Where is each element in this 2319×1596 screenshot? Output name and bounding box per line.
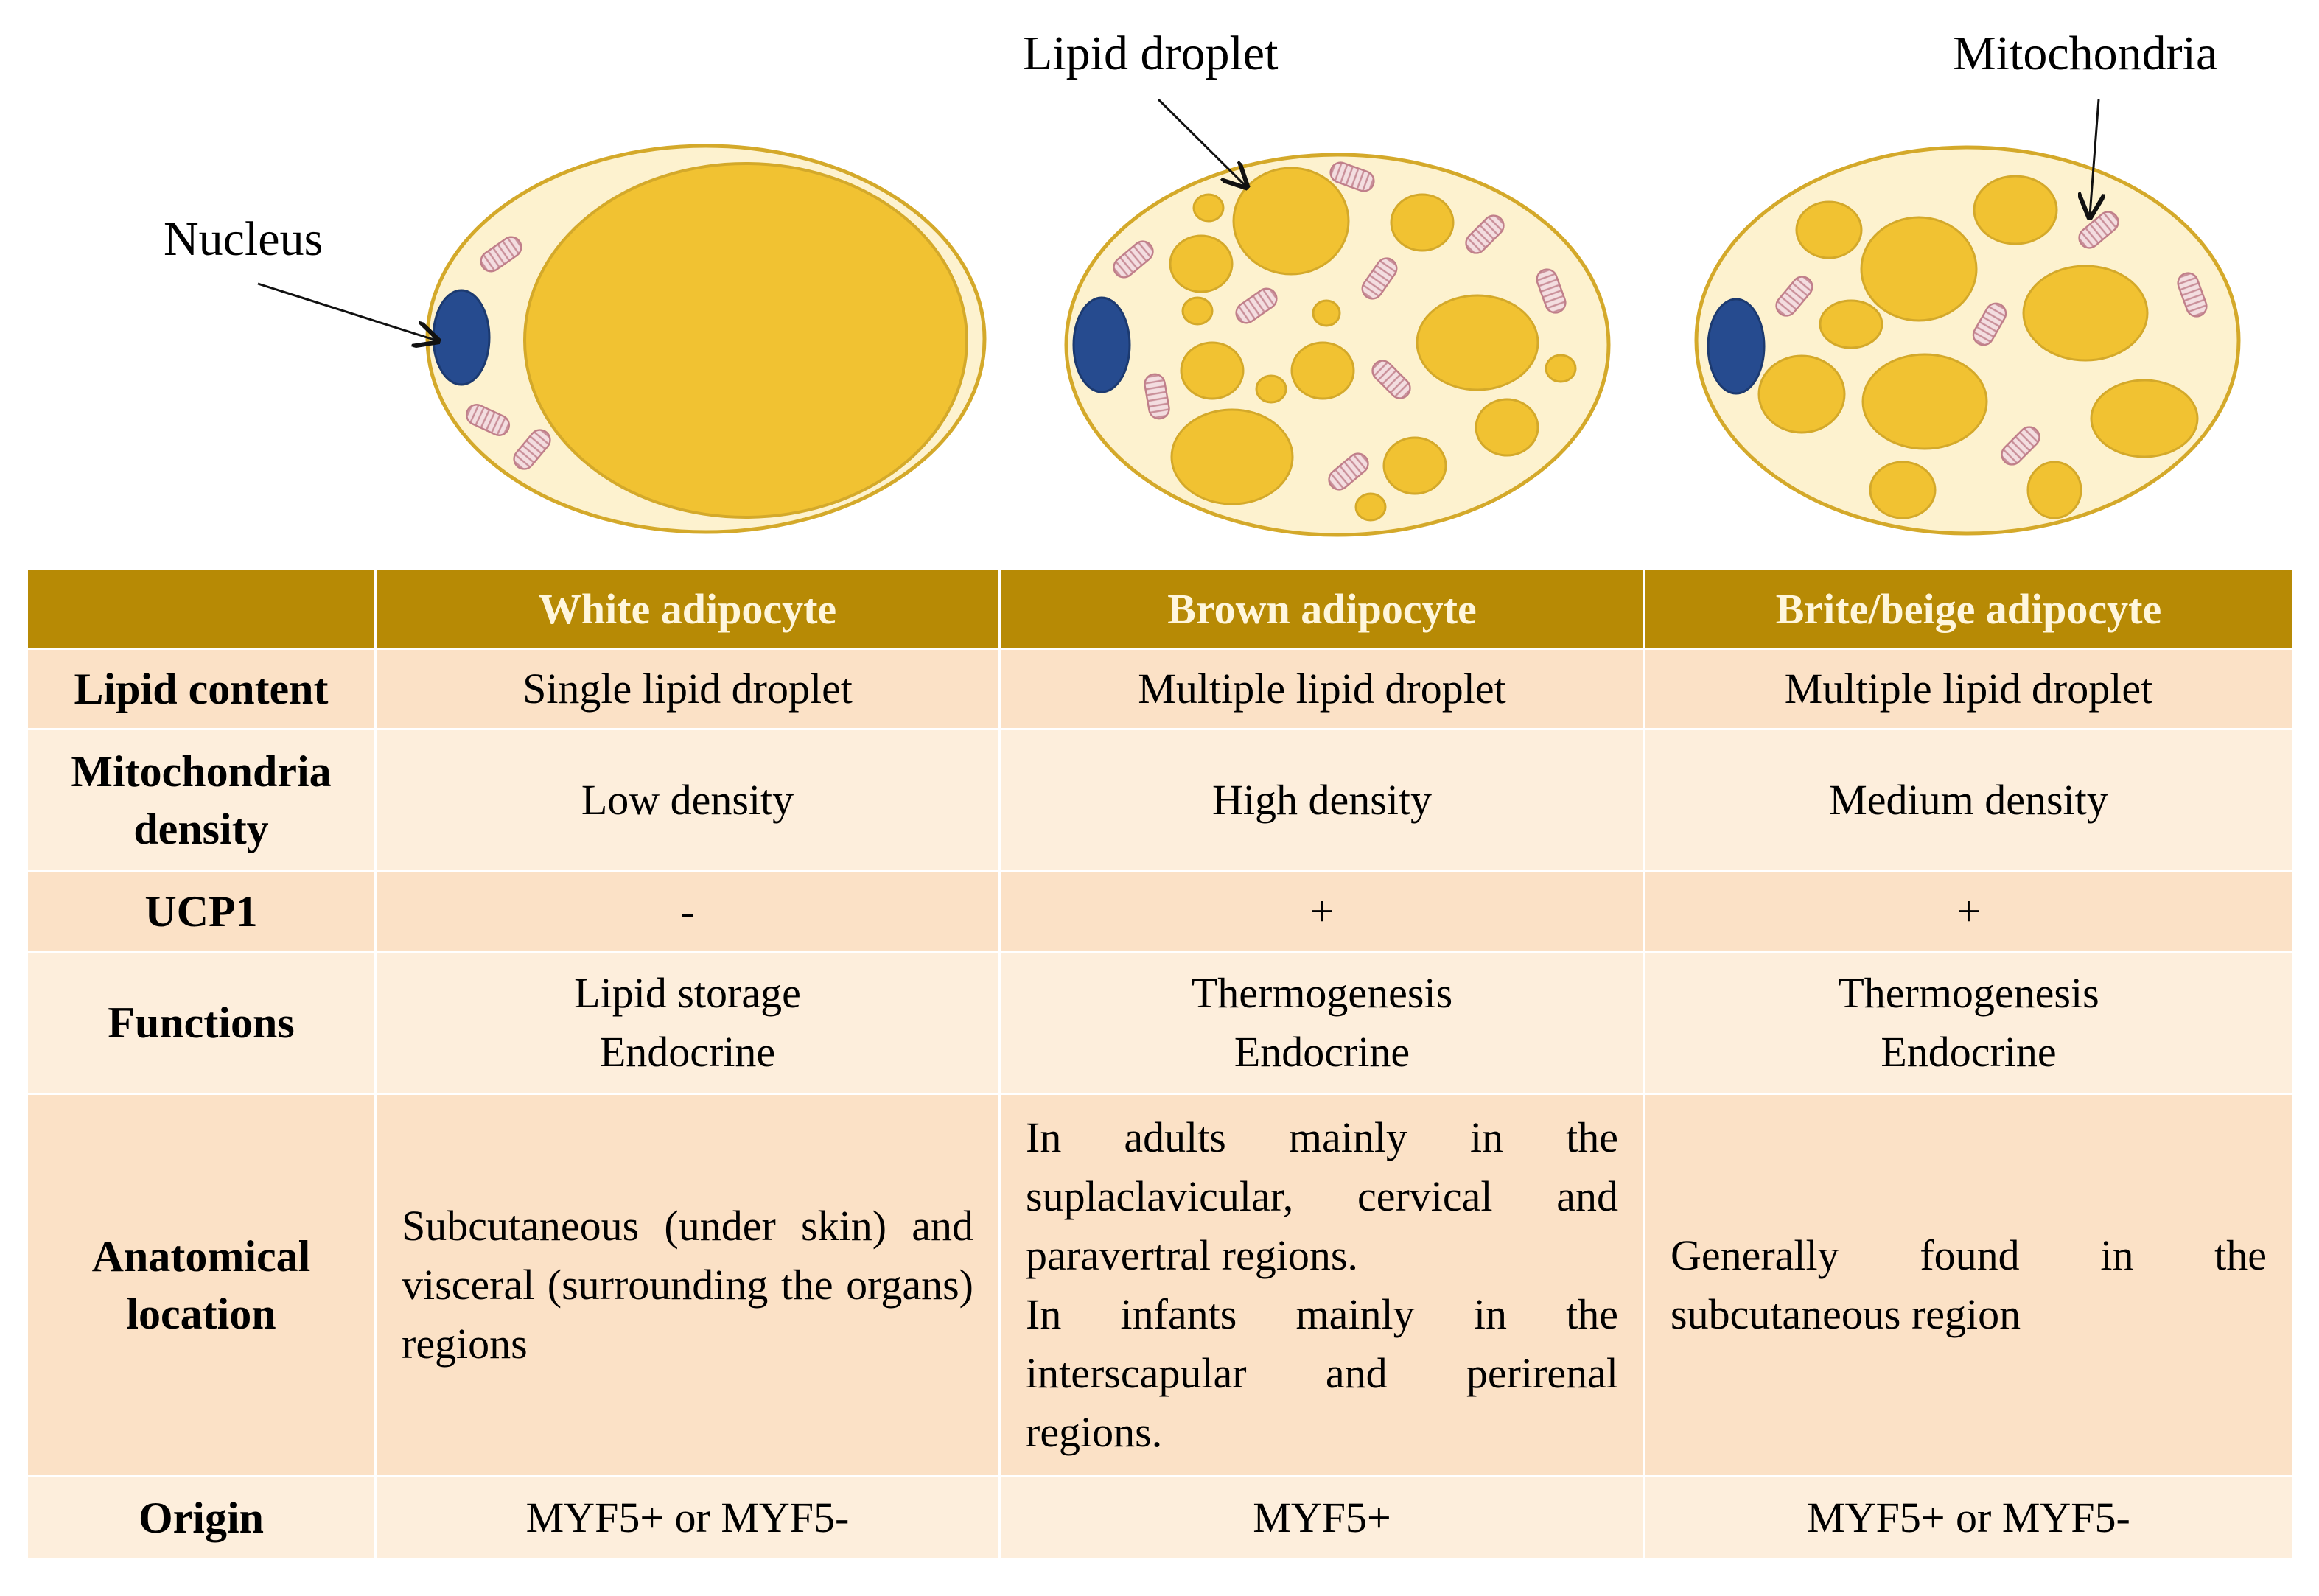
row-label: UCP1: [26, 870, 377, 953]
table-cell: Generally found in the subcutaneous regi…: [1643, 1093, 2294, 1477]
table-cell: Multiple lipid droplet: [1643, 648, 2294, 730]
cell-text: Endocrine: [1881, 1028, 2057, 1076]
row-label: Origin: [26, 1475, 377, 1561]
cell-text: Thermogenesis: [1191, 968, 1453, 1017]
row-label-text: Mitochondria: [71, 747, 332, 796]
table-cell: Thermogenesis Endocrine: [998, 951, 1645, 1095]
cell-text: Single lipid droplet: [522, 664, 853, 713]
row-label-text: Lipid content: [74, 665, 329, 713]
table-cell: High density: [998, 728, 1645, 872]
cell-text: MYF5+: [1253, 1493, 1391, 1541]
header-brown-adipocyte: Brown adipocyte: [998, 567, 1645, 650]
cell-text: MYF5+ or MYF5-: [525, 1493, 850, 1541]
table-cell: -: [374, 870, 1001, 953]
table-cell: Multiple lipid droplet: [998, 648, 1645, 730]
white-adipocyte-cell: [425, 144, 987, 534]
nucleus-label: Nucleus: [164, 212, 323, 266]
row-label: Functions: [26, 951, 377, 1095]
table-row-lipid-content: Lipid content Single lipid droplet Multi…: [26, 648, 2294, 730]
table-cell: MYF5+ or MYF5-: [374, 1475, 1001, 1561]
mitochondria-label: Mitochondria: [1953, 27, 2218, 80]
row-label-text: UCP1: [144, 887, 258, 936]
cell-text: Medium density: [1829, 775, 2108, 824]
row-label: Mitochondria density: [26, 728, 377, 872]
table-cell: +: [998, 870, 1645, 953]
table-cell: Thermogenesis Endocrine: [1643, 951, 2294, 1095]
table-cell: Single lipid droplet: [374, 648, 1001, 730]
cell-text: Thermogenesis: [1838, 968, 2099, 1017]
cell-text: Multiple lipid droplet: [1138, 664, 1506, 713]
header-white-adipocyte: White adipocyte: [374, 567, 1001, 650]
table-cell: +: [1643, 870, 2294, 953]
cell-text: Multiple lipid droplet: [1784, 664, 2153, 713]
row-label-text: Functions: [108, 998, 295, 1047]
cell-text: Generally found in the subcutaneous regi…: [1671, 1231, 2267, 1338]
lipid-droplet-arrow: [1157, 98, 1245, 186]
table-cell: Low density: [374, 728, 1001, 872]
table-cell: MYF5+: [998, 1475, 1645, 1561]
cell-text: Endocrine: [1234, 1028, 1410, 1076]
cell-text: MYF5+ or MYF5-: [1807, 1493, 2130, 1541]
cell-text: High density: [1211, 775, 1433, 824]
header-row: White adipocyte Brown adipocyte Brite/be…: [26, 567, 2294, 650]
adipocyte-comparison-table: White adipocyte Brown adipocyte Brite/be…: [26, 567, 2294, 1561]
cell-text: Low density: [581, 775, 794, 824]
table-cell: In adults mainly in the suplaclavicular,…: [998, 1093, 1645, 1477]
table-cell: MYF5+ or MYF5-: [1643, 1475, 2294, 1561]
table-row-functions: Functions Lipid storage Endocrine Thermo…: [26, 951, 2294, 1095]
cell-text: Endocrine: [599, 1028, 776, 1076]
table-row-ucp1: UCP1 - + +: [26, 870, 2294, 953]
adipocyte-illustrations: [257, 98, 2241, 537]
cell-text: In adults mainly in the suplaclavicular,…: [1026, 1113, 1618, 1279]
header-corner: [26, 567, 377, 650]
table-row-origin: Origin MYF5+ or MYF5- MYF5+ MYF5+ or MYF…: [26, 1475, 2294, 1561]
mitochondria-arrow: [2090, 99, 2099, 215]
cell-text: Subcutaneous (under skin) and visceral (…: [402, 1201, 973, 1368]
cell-text: In infants mainly in the interscapular a…: [1026, 1290, 1618, 1457]
row-label-text: Anatomical: [91, 1232, 311, 1281]
table-cell: Lipid storage Endocrine: [374, 951, 1001, 1095]
row-label-text: density: [133, 805, 269, 853]
cell-text: Lipid storage: [574, 968, 801, 1017]
row-label-text: location: [126, 1289, 276, 1338]
table-cell: Medium density: [1643, 728, 2294, 872]
lipid-droplet-label: Lipid droplet: [1023, 27, 1279, 80]
brite-beige-adipocyte-cell: [1694, 145, 2241, 536]
row-label-text: Origin: [138, 1494, 264, 1542]
table-row-anatomical-location: Anatomical location Subcutaneous (under …: [26, 1093, 2294, 1477]
nucleus-arrow: [257, 282, 436, 340]
row-label: Lipid content: [26, 648, 377, 730]
cell-text: +: [1309, 886, 1335, 935]
brown-adipocyte-cell: [1064, 153, 1611, 537]
cell-text: +: [1956, 886, 1981, 935]
table-cell: Subcutaneous (under skin) and visceral (…: [374, 1093, 1001, 1477]
row-label: Anatomical location: [26, 1093, 377, 1477]
cell-text: -: [680, 886, 695, 935]
header-brite-beige-adipocyte: Brite/beige adipocyte: [1643, 567, 2294, 650]
table-row-mitochondria-density: Mitochondria density Low density High de…: [26, 728, 2294, 872]
